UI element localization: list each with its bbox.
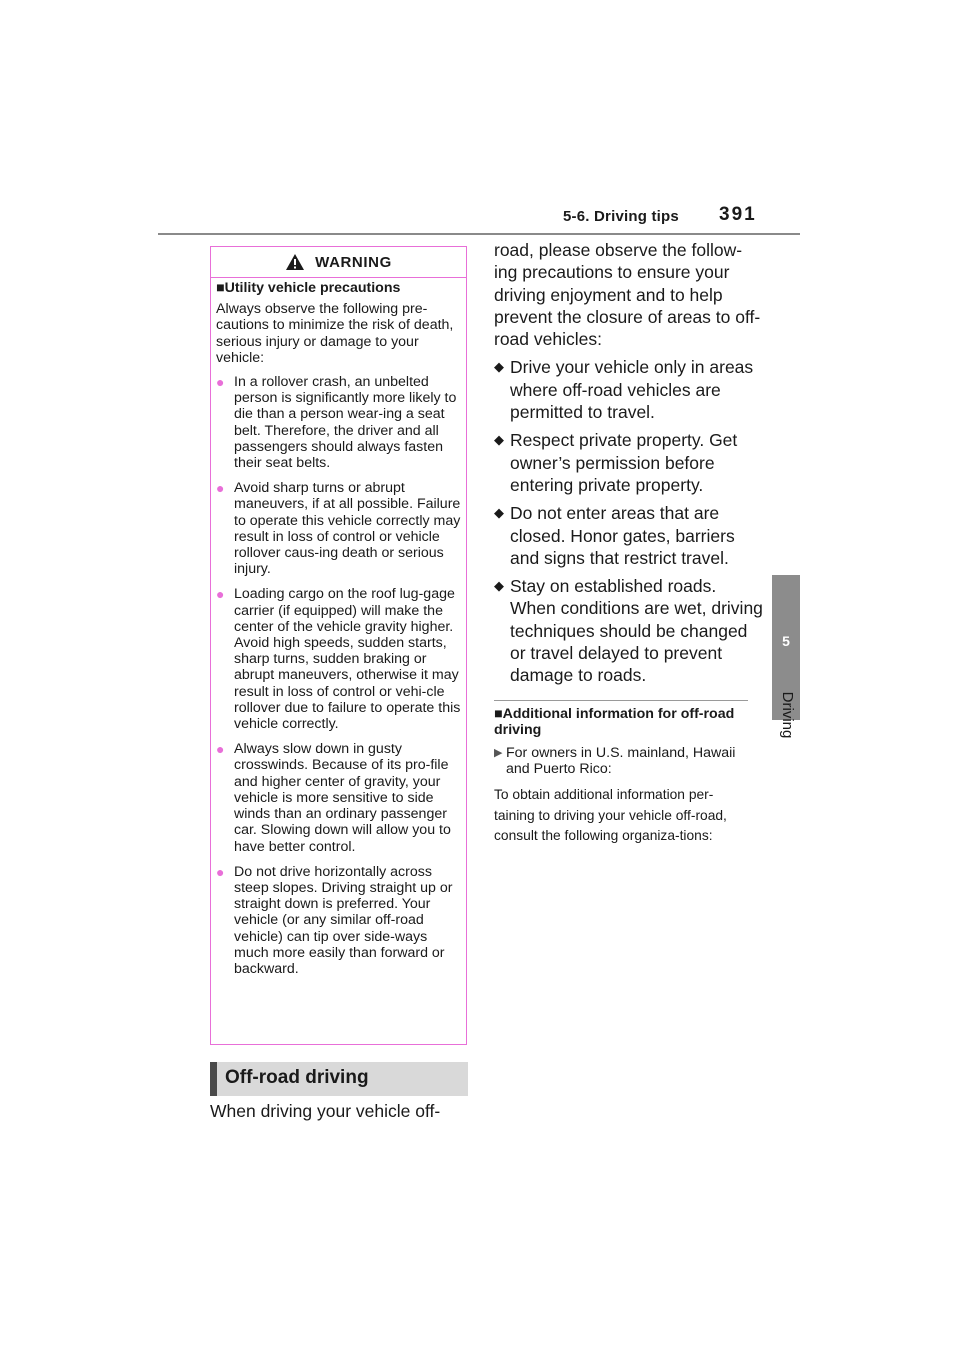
owner-note: ▶ For owners in U.S. mainland, Hawaii an… (494, 745, 750, 777)
section-title: 5-6. Driving tips (563, 208, 679, 225)
owner-note-text: For owners in U.S. mainland, Hawaii and … (506, 745, 736, 777)
section-heading: Off-road driving (210, 1062, 468, 1096)
page-number: 391 (719, 204, 757, 225)
additional-info-text: To obtain additional information per-tai… (494, 787, 727, 843)
warning-intro: Always observe the following pre-caution… (216, 301, 454, 366)
circle-bullet-icon: ● (216, 374, 225, 391)
right-column: road, please observe the follow-ing prec… (494, 239, 764, 687)
warning-body: ■Utility vehicle precautions Always obse… (216, 280, 461, 986)
warning-subheading: ■Utility vehicle precautions (216, 280, 401, 296)
warning-header: WARNING (211, 247, 466, 278)
circle-bullet-icon: ● (216, 863, 225, 880)
additional-subheading: ■Additional information for off-road dri… (494, 706, 735, 738)
offroad-intro-continued: road, please observe the follow-ing prec… (494, 240, 761, 350)
header-rule (158, 233, 800, 235)
warning-triangle-icon (286, 254, 305, 270)
diamond-bullet-icon: ◆ (494, 359, 504, 375)
square-bullet-icon: ■ (494, 706, 503, 722)
warning-item: ●Do not drive horizontally across steep … (216, 863, 453, 977)
subsection-rule (494, 700, 748, 701)
warning-box: WARNING ■Utility vehicle precautions Alw… (210, 246, 467, 1045)
warning-title: WARNING (315, 253, 392, 271)
diamond-bullet-icon: ◆ (494, 578, 504, 594)
section-heading-text: Off-road driving (225, 1067, 369, 1088)
warning-item: ●In a rollover crash, an unbelted person… (216, 374, 457, 472)
offroad-bullet: ◆Do not enter areas that are closed. Hon… (494, 503, 735, 568)
circle-bullet-icon: ● (216, 741, 225, 758)
warning-item: ●Loading cargo on the roof lug-gage carr… (216, 586, 461, 733)
warning-item: ●Avoid sharp turns or abrupt maneuvers, … (216, 480, 461, 578)
diamond-bullet-icon: ◆ (494, 432, 504, 448)
chapter-tab-number: 5 (782, 633, 790, 649)
offroad-bullet: ◆Respect private property. Get owner’s p… (494, 430, 738, 495)
offroad-bullet: ◆Drive your vehicle only in areas where … (494, 357, 754, 423)
diamond-bullet-icon: ◆ (494, 505, 504, 521)
warning-item: ●Always slow down in gusty crosswinds. B… (216, 741, 451, 855)
square-bullet-icon: ■ (216, 280, 225, 296)
chapter-tab (772, 575, 800, 720)
circle-bullet-icon: ● (216, 586, 225, 603)
offroad-intro-start: When driving your vehicle off- (210, 1101, 441, 1121)
chapter-label: Driving (779, 691, 796, 739)
circle-bullet-icon: ● (216, 480, 225, 497)
triangle-pointer-icon: ▶ (494, 747, 503, 759)
offroad-bullet: ◆Stay on established roads. When conditi… (494, 576, 763, 686)
